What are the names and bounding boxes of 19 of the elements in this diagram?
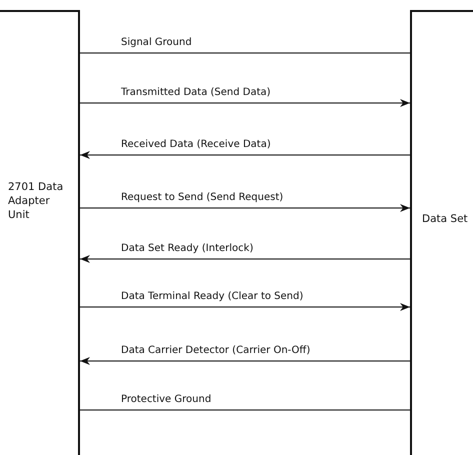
edge-label: Received Data (Receive Data) — [120, 139, 272, 151]
edge-label: Data Terminal Ready (Clear to Send) — [120, 291, 304, 303]
signal-line — [80, 99, 410, 107]
edge-label: Request to Send (Send Request) — [120, 192, 284, 204]
signal-line — [80, 303, 410, 311]
signal-line — [80, 52, 410, 54]
signal-line — [80, 357, 410, 365]
signal-line — [80, 151, 410, 159]
edge-label: Transmitted Data (Send Data) — [120, 87, 272, 99]
edge-label: Signal Ground — [120, 37, 193, 49]
unit-box — [410, 10, 473, 455]
signal-line — [80, 204, 410, 212]
signal-line — [80, 409, 410, 411]
unit-label: Data Set — [422, 212, 469, 226]
signal-line — [80, 255, 410, 263]
unit-box — [0, 10, 80, 455]
unit-label: 2701 Data Adapter Unit — [8, 180, 64, 222]
edge-label: Data Set Ready (Interlock) — [120, 243, 254, 255]
edge-label: Data Carrier Detector (Carrier On-Off) — [120, 345, 312, 357]
